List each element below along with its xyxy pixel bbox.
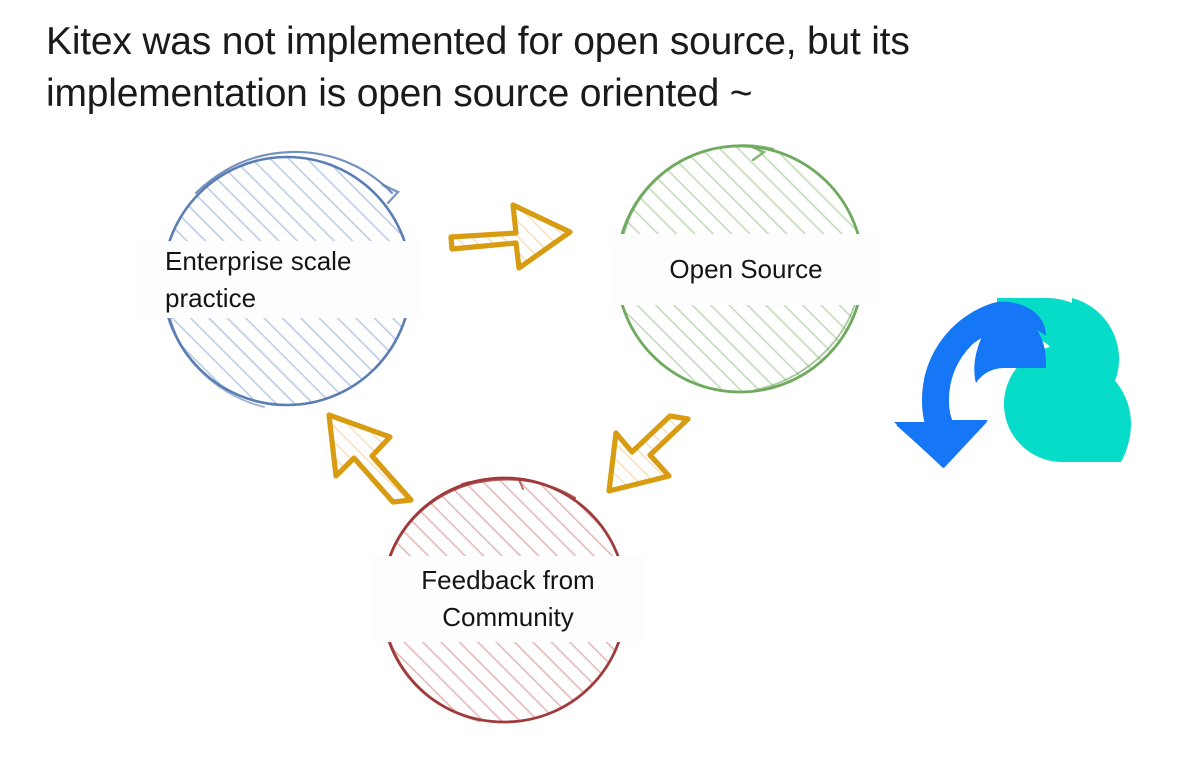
node-label-feedback-text: Feedback from Community xyxy=(421,565,595,632)
node-label-feedback: Feedback from Community xyxy=(372,556,644,642)
node-label-open-source: Open Source xyxy=(612,234,880,305)
cloudwego-logo xyxy=(886,290,1134,470)
arrow-opensource-to-feedback xyxy=(606,413,691,494)
node-label-enterprise: Enterprise scale practice xyxy=(137,241,419,318)
arrow-feedback-to-enterprise xyxy=(326,412,414,505)
cloudwego-mark-teal xyxy=(997,298,1131,462)
slide-title: Kitex was not implemented for open sourc… xyxy=(46,20,921,115)
node-label-open-source-text: Open Source xyxy=(669,254,823,284)
cloudwego-arrow-blue xyxy=(894,301,1046,468)
node-label-enterprise-text: Enterprise scale practice xyxy=(165,245,352,313)
arrow-enterprise-to-opensource xyxy=(448,202,573,271)
